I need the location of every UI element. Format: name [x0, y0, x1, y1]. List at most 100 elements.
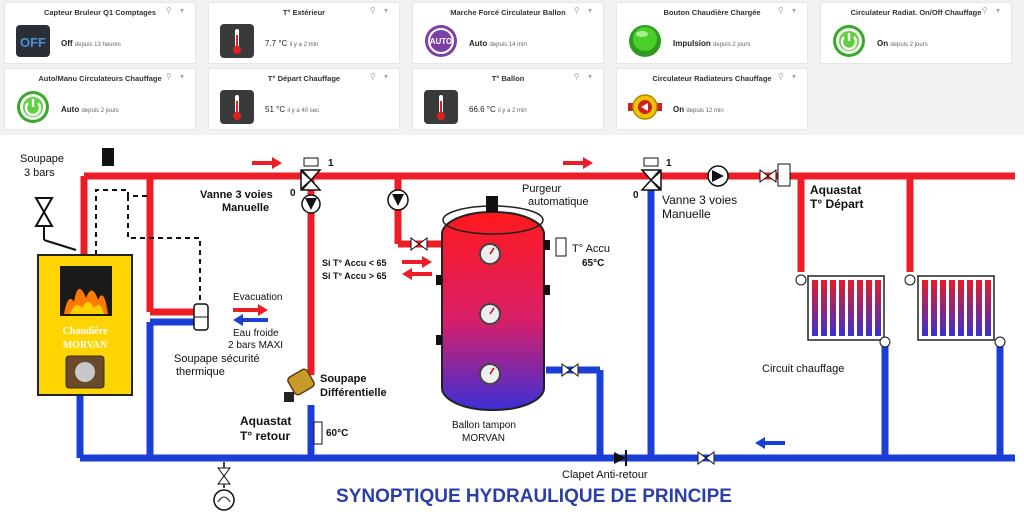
- widget-capteur-bruleur[interactable]: Capteur Bruleur Q1 Comptages ⚲ ▾ OFF Off…: [4, 2, 196, 64]
- widget-tools[interactable]: ⚲ ▾: [777, 72, 799, 81]
- widget-panel: Capteur Bruleur Q1 Comptages ⚲ ▾ OFF Off…: [0, 0, 1024, 135]
- svg-text:T° Accu: T° Accu: [572, 243, 610, 255]
- vanne-3-voies-right: [640, 157, 662, 191]
- flow-arrows: [233, 157, 785, 449]
- widget-title: Capteur Bruleur Q1 Comptages: [43, 8, 157, 17]
- svg-text:1: 1: [328, 158, 334, 169]
- widget-title: Bouton Chaudière Chargée: [663, 8, 761, 17]
- widget-value: Auto depuis 14 min: [469, 39, 527, 48]
- svg-text:Vanne 3 voies: Vanne 3 voies: [200, 189, 273, 201]
- widget-value: Auto depuis 2 jours: [61, 105, 119, 114]
- widget-title: Marche Forcé Circulateur Ballon: [450, 8, 566, 17]
- circulator-pump-icon: [628, 94, 662, 120]
- widget-t-exterieur[interactable]: T° Extérieur ⚲ ▾ 7.7 °C il y a 2 min: [208, 2, 400, 64]
- widget-value: Impulsion depuis 2 jours: [673, 39, 751, 48]
- ballon-outlet-valve: [561, 363, 579, 377]
- svg-text:0: 0: [633, 190, 639, 201]
- taccu-sensor: [555, 237, 567, 257]
- svg-text:Si T° Accu > 65: Si T° Accu > 65: [322, 271, 387, 281]
- widget-value: 7.7 °C il y a 2 min: [265, 39, 319, 48]
- clapet-anti-retour: [614, 450, 627, 466]
- svg-text:1: 1: [666, 158, 672, 169]
- svg-text:Manuelle: Manuelle: [662, 207, 711, 221]
- svg-text:Eau froide: Eau froide: [233, 328, 279, 339]
- widget-title: Circulateur Radiateurs Chauffage: [652, 74, 772, 83]
- aquastat-depart-sensor: [777, 163, 791, 187]
- svg-text:3 bars: 3 bars: [24, 167, 55, 179]
- svg-text:Evacuation: Evacuation: [233, 292, 282, 303]
- aquastat-retour-sensor: [313, 421, 323, 445]
- power-on-icon: [17, 91, 49, 123]
- svg-text:0: 0: [290, 188, 296, 199]
- widget-tools[interactable]: ⚲ ▾: [369, 6, 391, 15]
- boiler-chaudiere-morvan: Chaudière MORVAN: [37, 254, 133, 396]
- circulator-pump-chauffage: [707, 165, 729, 187]
- widget-tools[interactable]: ⚲ ▾: [573, 6, 595, 15]
- svg-text:Aquastat: Aquastat: [810, 183, 861, 197]
- svg-text:automatique: automatique: [528, 196, 589, 208]
- widget-circulateur-radiateurs[interactable]: Circulateur Radiateurs Chauffage ⚲ ▾ On …: [616, 68, 808, 130]
- svg-text:MORVAN: MORVAN: [63, 340, 108, 351]
- return-valve: [697, 451, 715, 465]
- hot-pipes: [80, 172, 1015, 375]
- svg-text:65°C: 65°C: [582, 258, 604, 269]
- circulator-pump-ballon: [387, 189, 409, 211]
- svg-text:Différentielle: Différentielle: [320, 387, 387, 399]
- widget-title: Auto/Manu Circulateurs Chauffage: [38, 74, 162, 83]
- widget-marche-force[interactable]: Marche Forcé Circulateur Ballon ⚲ ▾ AUTO…: [412, 2, 604, 64]
- widget-tools[interactable]: ⚲ ▾: [165, 72, 187, 81]
- diagram-title: SYNOPTIQUE HYDRAULIQUE DE PRINCIPE: [336, 486, 732, 507]
- svg-text:Ballon tampon: Ballon tampon: [452, 420, 516, 431]
- svg-text:Clapet Anti-retour: Clapet Anti-retour: [562, 469, 648, 481]
- auto-cycle-icon: AUTO: [425, 25, 457, 57]
- widget-auto-manu[interactable]: Auto/Manu Circulateurs Chauffage ⚲ ▾ Aut…: [4, 68, 196, 130]
- green-button-icon: [629, 25, 661, 57]
- widget-value: Off depuis 13 heures: [61, 39, 121, 48]
- svg-text:AUTO: AUTO: [430, 37, 453, 46]
- widget-tools[interactable]: ⚲ ▾: [369, 72, 391, 81]
- widget-title: T° Extérieur: [282, 8, 326, 17]
- svg-text:Soupape: Soupape: [20, 153, 64, 165]
- widget-value: 66.6 °C il y a 2 min: [469, 105, 527, 114]
- svg-text:T° retour: T° retour: [240, 429, 290, 443]
- widget-tools[interactable]: ⚲ ▾: [573, 72, 595, 81]
- widget-tools[interactable]: ⚲ ▾: [777, 6, 799, 15]
- svg-text:T° Départ: T° Départ: [810, 197, 863, 211]
- widget-value: On depuis 2 jours: [877, 39, 928, 48]
- off-display-icon: OFF: [16, 25, 50, 57]
- widget-value: 51 °C il y a 40 sec: [265, 105, 320, 114]
- sensor-dashed-line: [95, 189, 201, 300]
- svg-text:Aquastat: Aquastat: [240, 414, 291, 428]
- widget-tools[interactable]: ⚲ ▾: [165, 6, 187, 15]
- svg-text:Chaudière: Chaudière: [63, 326, 108, 337]
- widget-t-depart[interactable]: T° Départ Chauffage ⚲ ▾ 51 °C il y a 40 …: [208, 68, 400, 130]
- svg-text:Soupape sécurité: Soupape sécurité: [174, 353, 260, 365]
- cold-pipes: [76, 190, 1015, 462]
- expansion-gauge: [213, 462, 235, 511]
- depart-valve: [759, 169, 777, 183]
- widget-title: T° Départ Chauffage: [267, 74, 341, 83]
- widget-tools[interactable]: ⚲ ▾: [981, 6, 1003, 15]
- svg-text:OFF: OFF: [20, 35, 46, 50]
- thermometer-icon: [220, 90, 254, 124]
- widget-value: On depuis 12 min: [673, 105, 724, 114]
- svg-text:thermique: thermique: [176, 366, 225, 378]
- thermometer-icon: [220, 24, 254, 58]
- svg-text:Soupape: Soupape: [320, 373, 366, 385]
- widget-circulateur-radiat[interactable]: Circulateur Radiat. On/Off Chauffage ⚲ ▾…: [820, 2, 1012, 64]
- svg-text:60°C: 60°C: [326, 428, 348, 439]
- svg-text:Manuelle: Manuelle: [222, 202, 269, 214]
- vanne-3-voies-left: [300, 157, 322, 214]
- svg-text:Si T° Accu < 65: Si T° Accu < 65: [322, 258, 387, 268]
- svg-text:Vanne 3 voies: Vanne 3 voies: [662, 193, 737, 207]
- svg-text:MORVAN: MORVAN: [462, 433, 505, 444]
- widget-t-ballon[interactable]: T° Ballon ⚲ ▾ 66.6 °C il y a 2 min: [412, 68, 604, 130]
- ballon-inlet-valve: [410, 237, 428, 251]
- radiator-1: [795, 274, 891, 348]
- power-on-icon: [833, 25, 865, 57]
- widget-title: T° Ballon: [491, 74, 525, 83]
- svg-text:Circuit chauffage: Circuit chauffage: [762, 363, 844, 375]
- widget-title: Circulateur Radiat. On/Off Chauffage: [850, 8, 982, 17]
- svg-text:2 bars MAXI: 2 bars MAXI: [228, 340, 283, 351]
- widget-bouton-chaudiere[interactable]: Bouton Chaudière Chargée ⚲ ▾ Impulsion d…: [616, 2, 808, 64]
